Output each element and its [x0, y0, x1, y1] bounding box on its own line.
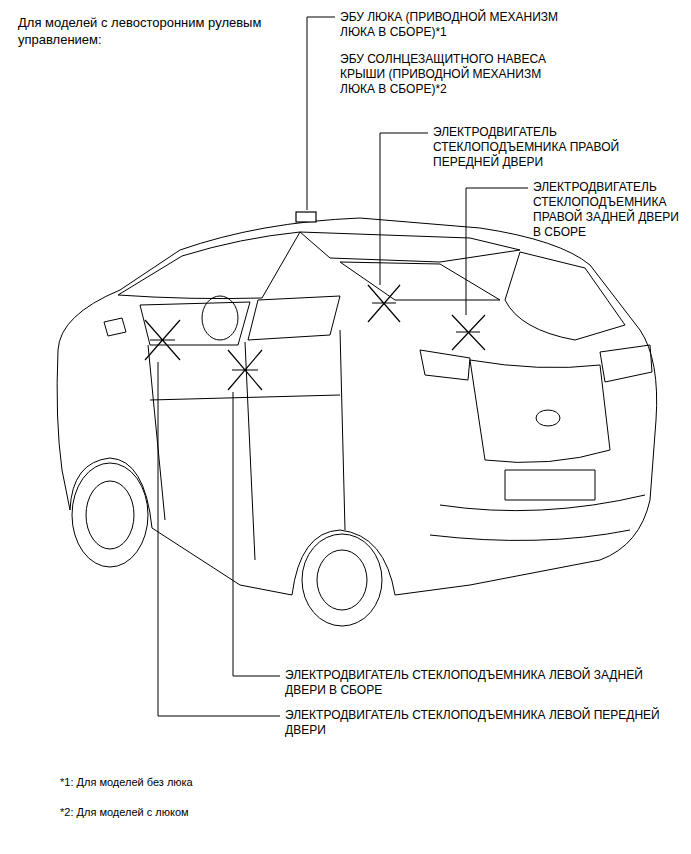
right-windows — [340, 262, 500, 300]
license-plate — [505, 470, 595, 500]
front-door-window — [140, 302, 250, 345]
rear-wheel — [302, 534, 382, 626]
door-seams — [148, 330, 345, 560]
front-rim — [86, 481, 134, 549]
part-label: ЭЛЕКТРОДВИГАТЕЛЬ СТЕКЛОПОДЪЕМНИКА ЛЕВОЙ … — [285, 708, 665, 738]
steering-wheel — [202, 296, 238, 340]
footnote: *1: Для моделей без люка — [60, 775, 360, 790]
regulator-right-front — [368, 285, 400, 322]
windshield — [118, 232, 300, 299]
roof — [300, 232, 520, 262]
part-label: ЭЛЕКТРОДВИГАТЕЛЬ СТЕКЛОПОДЪЕМНИКА ПРАВОЙ… — [533, 180, 683, 240]
tail-light-right — [600, 345, 652, 382]
regulator-right-rear — [452, 315, 485, 350]
part-label: ЭЛЕКТРОДВИГАТЕЛЬ СТЕКЛОПОДЪЕМНИКА ПРАВОЙ… — [433, 125, 638, 170]
rear-rim — [317, 550, 367, 610]
emblem — [536, 410, 560, 426]
leader-line — [307, 17, 335, 210]
leader-line — [158, 362, 280, 716]
regulator-left-front — [145, 320, 180, 360]
part-label: ЭБУ ЛЮКА (ПРИВОДНОЙ МЕХАНИЗМ ЛЮКА В СБОР… — [340, 10, 575, 40]
heading: Для моделей с левосторонним рулевым упра… — [18, 14, 268, 48]
rear-door-window — [248, 296, 340, 340]
hatch — [470, 360, 610, 462]
leader-line — [380, 133, 428, 285]
part-label: ЭБУ СОЛНЦЕЗАЩИТНОГО НАВЕСА КРЫШИ (ПРИВОД… — [340, 52, 560, 97]
mirror — [104, 318, 126, 336]
leader-line — [233, 392, 280, 676]
leader-line — [466, 188, 528, 315]
bumper — [430, 495, 645, 540]
regulator-left-rear — [228, 350, 262, 390]
tail-light-left — [420, 350, 470, 380]
sunroof-ecu — [296, 212, 316, 222]
footnote: *2: Для моделей с люком — [60, 805, 360, 820]
rear-glass — [505, 252, 625, 340]
part-label: ЭЛЕКТРОДВИГАТЕЛЬ СТЕКЛОПОДЪЕМНИКА ЛЕВОЙ … — [285, 668, 665, 698]
front-wheel — [72, 463, 148, 567]
